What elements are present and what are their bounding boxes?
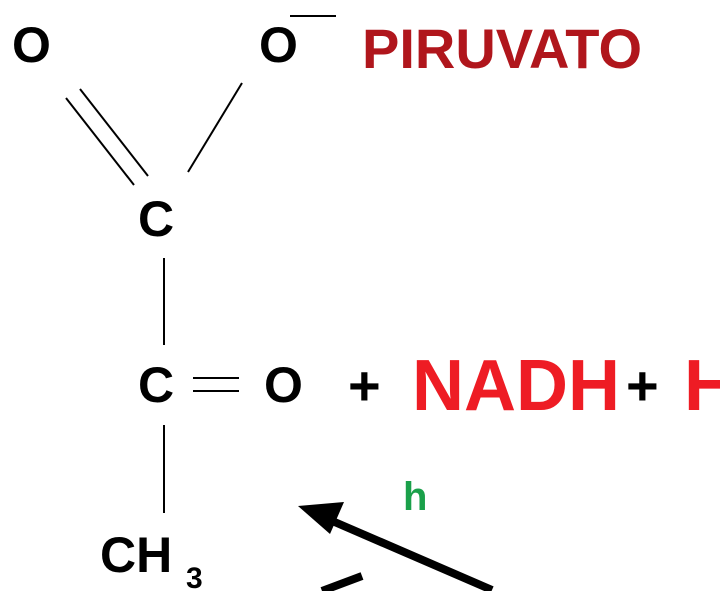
plus-sign-1: +	[348, 354, 381, 417]
reaction-arrow-upper	[328, 516, 494, 591]
arrow-label-h: h	[403, 475, 427, 519]
double-bond-co-line-1	[65, 97, 135, 186]
title-piruvato: PIRUVATO	[362, 17, 642, 80]
methyl-subscript: 3	[186, 562, 203, 591]
plus-sign-2: +	[626, 354, 659, 417]
atom-carbon-middle: C	[138, 357, 174, 413]
single-bond-c-o	[187, 82, 243, 173]
atom-oxygen-ketone: O	[264, 357, 303, 413]
h-partial-label: H	[684, 346, 720, 426]
reaction-arrow-lower	[320, 572, 364, 591]
reaction-arrowhead	[298, 502, 344, 534]
atom-carbon-upper: C	[138, 191, 174, 247]
atom-oxygen-left: O	[12, 17, 51, 73]
atom-oxygen-right: O	[259, 17, 298, 73]
double-bond-co-line-2	[79, 88, 149, 177]
atom-methyl: CH	[100, 527, 172, 583]
nadh-label: NADH	[412, 346, 620, 426]
